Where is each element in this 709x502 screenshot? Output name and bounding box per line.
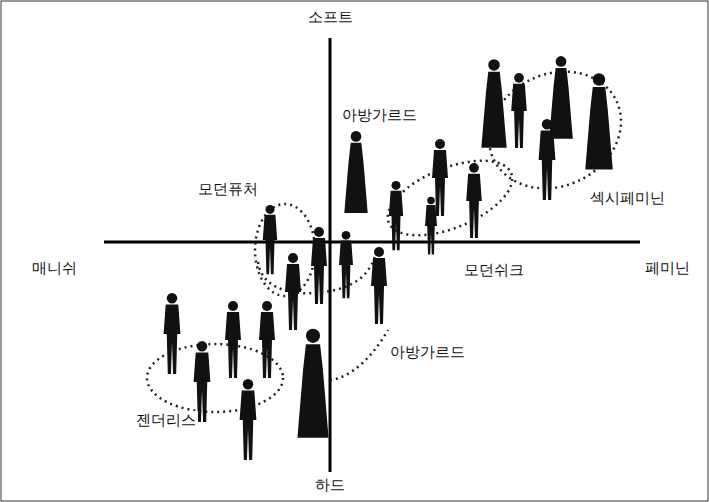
- group-label: 모던쉬크: [462, 261, 526, 279]
- fashion-figures: [164, 56, 613, 460]
- group-label: 모던퓨처: [196, 180, 260, 198]
- group-label: 아방가르드: [388, 343, 467, 361]
- vertical-axis: [329, 38, 332, 472]
- group-label: 섹시페미닌: [588, 189, 667, 207]
- axis-label: 하드: [313, 476, 347, 494]
- axis-label: 매니쉬: [30, 259, 79, 277]
- horizontal-axis: [104, 241, 640, 244]
- axis-label: 소프트: [306, 8, 355, 26]
- axis-label: 페미닌: [643, 259, 692, 277]
- group-label: 젠더리스: [134, 411, 198, 429]
- group-label: 아방가르드: [340, 106, 419, 124]
- group-outlines: [147, 51, 640, 412]
